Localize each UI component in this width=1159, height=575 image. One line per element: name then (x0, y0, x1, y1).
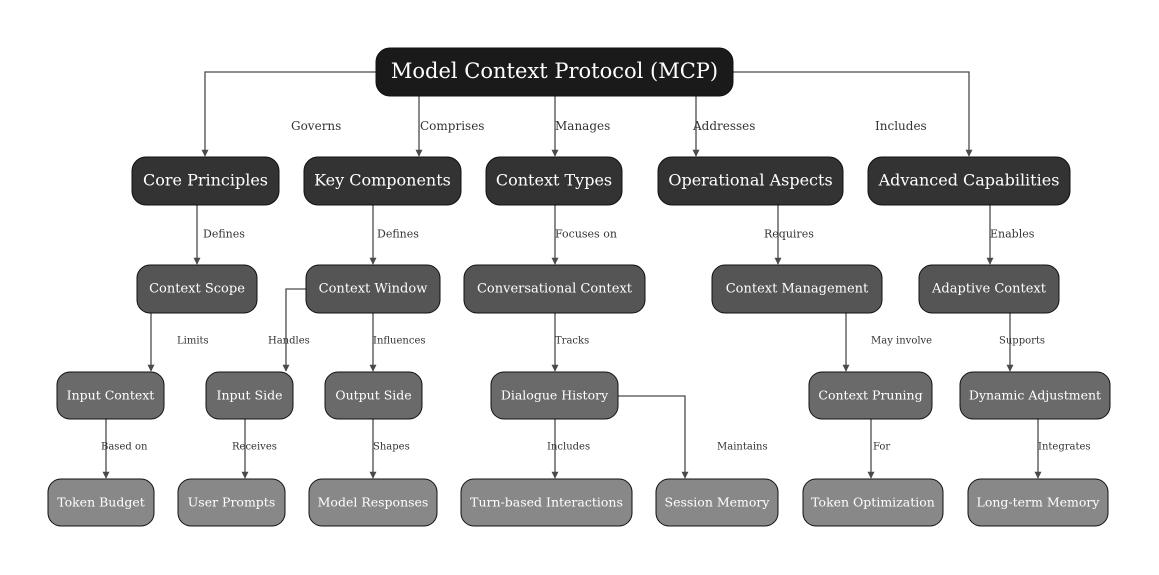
node-input-context: Input Context (56, 371, 165, 420)
edge-label-focuses-on: Focuses on (555, 228, 617, 241)
node-core-principles: Core Principles (131, 156, 280, 206)
node-core-principles-label: Core Principles (143, 171, 268, 190)
edge-handles (282, 288, 306, 372)
node-input-context-label: Input Context (67, 388, 155, 403)
edge-includes-top (733, 71, 973, 157)
node-context-types: Context Types (485, 156, 623, 206)
node-model-responses: Model Responses (308, 478, 438, 527)
edge-label-receives: Receives (232, 442, 277, 453)
node-output-side-label: Output Side (335, 388, 411, 403)
node-context-scope: Context Scope (136, 264, 258, 314)
edge-label-manages: Manages (555, 119, 610, 133)
edge-label-based-on: Based on (101, 442, 148, 453)
node-input-side: Input Side (205, 371, 294, 420)
edge-label-enables: Enables (990, 228, 1035, 241)
node-input-side-label: Input Side (217, 388, 283, 403)
node-context-pruning: Context Pruning (808, 371, 933, 420)
edges (102, 71, 1042, 479)
node-output-side: Output Side (324, 371, 423, 420)
edge-maintains (618, 395, 689, 479)
edge-label-includes-dialogue: Includes (547, 442, 590, 453)
node-adaptive-context-label: Adaptive Context (931, 282, 1047, 297)
node-mcp-label: Model Context Protocol (MCP) (391, 59, 718, 83)
edge-label-influences: Influences (373, 336, 426, 347)
node-context-types-label: Context Types (496, 171, 612, 190)
node-conversational-context-label: Conversational Context (477, 282, 633, 297)
edge-governs (201, 71, 376, 157)
edge-labels: Governs Comprises Manages Addresses Incl… (101, 119, 1091, 453)
edge-label-for: For (873, 442, 890, 453)
node-turn-based-interactions: Turn-based Interactions (460, 478, 633, 527)
node-mcp: Model Context Protocol (MCP) (375, 47, 734, 97)
node-token-optimization-label: Token Optimization (811, 495, 935, 510)
edge-label-governs: Governs (291, 119, 341, 133)
node-token-budget: Token Budget (47, 478, 155, 527)
edge-label-may-involve: May involve (871, 336, 932, 347)
edge-label-includes-top: Includes (875, 119, 927, 133)
edge-label-shapes: Shapes (373, 442, 410, 453)
node-context-management: Context Management (711, 264, 883, 314)
node-model-responses-label: Model Responses (318, 495, 429, 510)
node-conversational-context: Conversational Context (463, 264, 646, 314)
node-dialogue-history: Dialogue History (490, 371, 619, 420)
node-session-memory-label: Session Memory (665, 495, 771, 510)
node-context-window: Context Window (305, 264, 441, 314)
edge-label-defines-key: Defines (377, 228, 419, 241)
node-context-scope-label: Context Scope (149, 282, 245, 297)
node-dialogue-history-label: Dialogue History (501, 388, 609, 403)
node-turn-based-interactions-label: Turn-based Interactions (470, 495, 623, 510)
node-context-window-label: Context Window (319, 282, 428, 297)
node-dynamic-adjustment-label: Dynamic Adjustment (969, 388, 1101, 403)
node-long-term-memory-label: Long-term Memory (977, 495, 1101, 510)
edge-label-integrates: Integrates (1038, 442, 1091, 453)
edge-label-tracks: Tracks (555, 336, 589, 347)
node-key-components-label: Key Components (314, 171, 451, 190)
edge-label-limits: Limits (177, 336, 209, 347)
node-context-management-label: Context Management (726, 282, 869, 297)
node-token-budget-label: Token Budget (57, 495, 145, 510)
edge-label-maintains: Maintains (717, 442, 768, 453)
node-advanced-capabilities: Advanced Capabilities (867, 156, 1071, 206)
node-user-prompts: User Prompts (177, 478, 286, 527)
node-adaptive-context: Adaptive Context (918, 264, 1060, 314)
node-token-optimization: Token Optimization (802, 478, 944, 527)
edge-label-supports: Supports (999, 336, 1045, 347)
edge-label-addresses: Addresses (692, 119, 755, 133)
edge-label-defines-core: Defines (203, 228, 245, 241)
edge-label-handles: Handles (268, 336, 310, 347)
edge-label-requires: Requires (764, 228, 814, 241)
node-key-components: Key Components (303, 156, 462, 206)
edge-label-comprises: Comprises (420, 119, 484, 133)
node-operational-aspects-label: Operational Aspects (668, 171, 832, 190)
node-dynamic-adjustment: Dynamic Adjustment (959, 371, 1111, 420)
node-operational-aspects: Operational Aspects (657, 156, 844, 206)
node-session-memory: Session Memory (655, 478, 779, 527)
node-context-pruning-label: Context Pruning (818, 388, 922, 403)
node-user-prompts-label: User Prompts (188, 495, 276, 510)
node-advanced-capabilities-label: Advanced Capabilities (878, 171, 1060, 190)
node-long-term-memory: Long-term Memory (967, 478, 1109, 527)
